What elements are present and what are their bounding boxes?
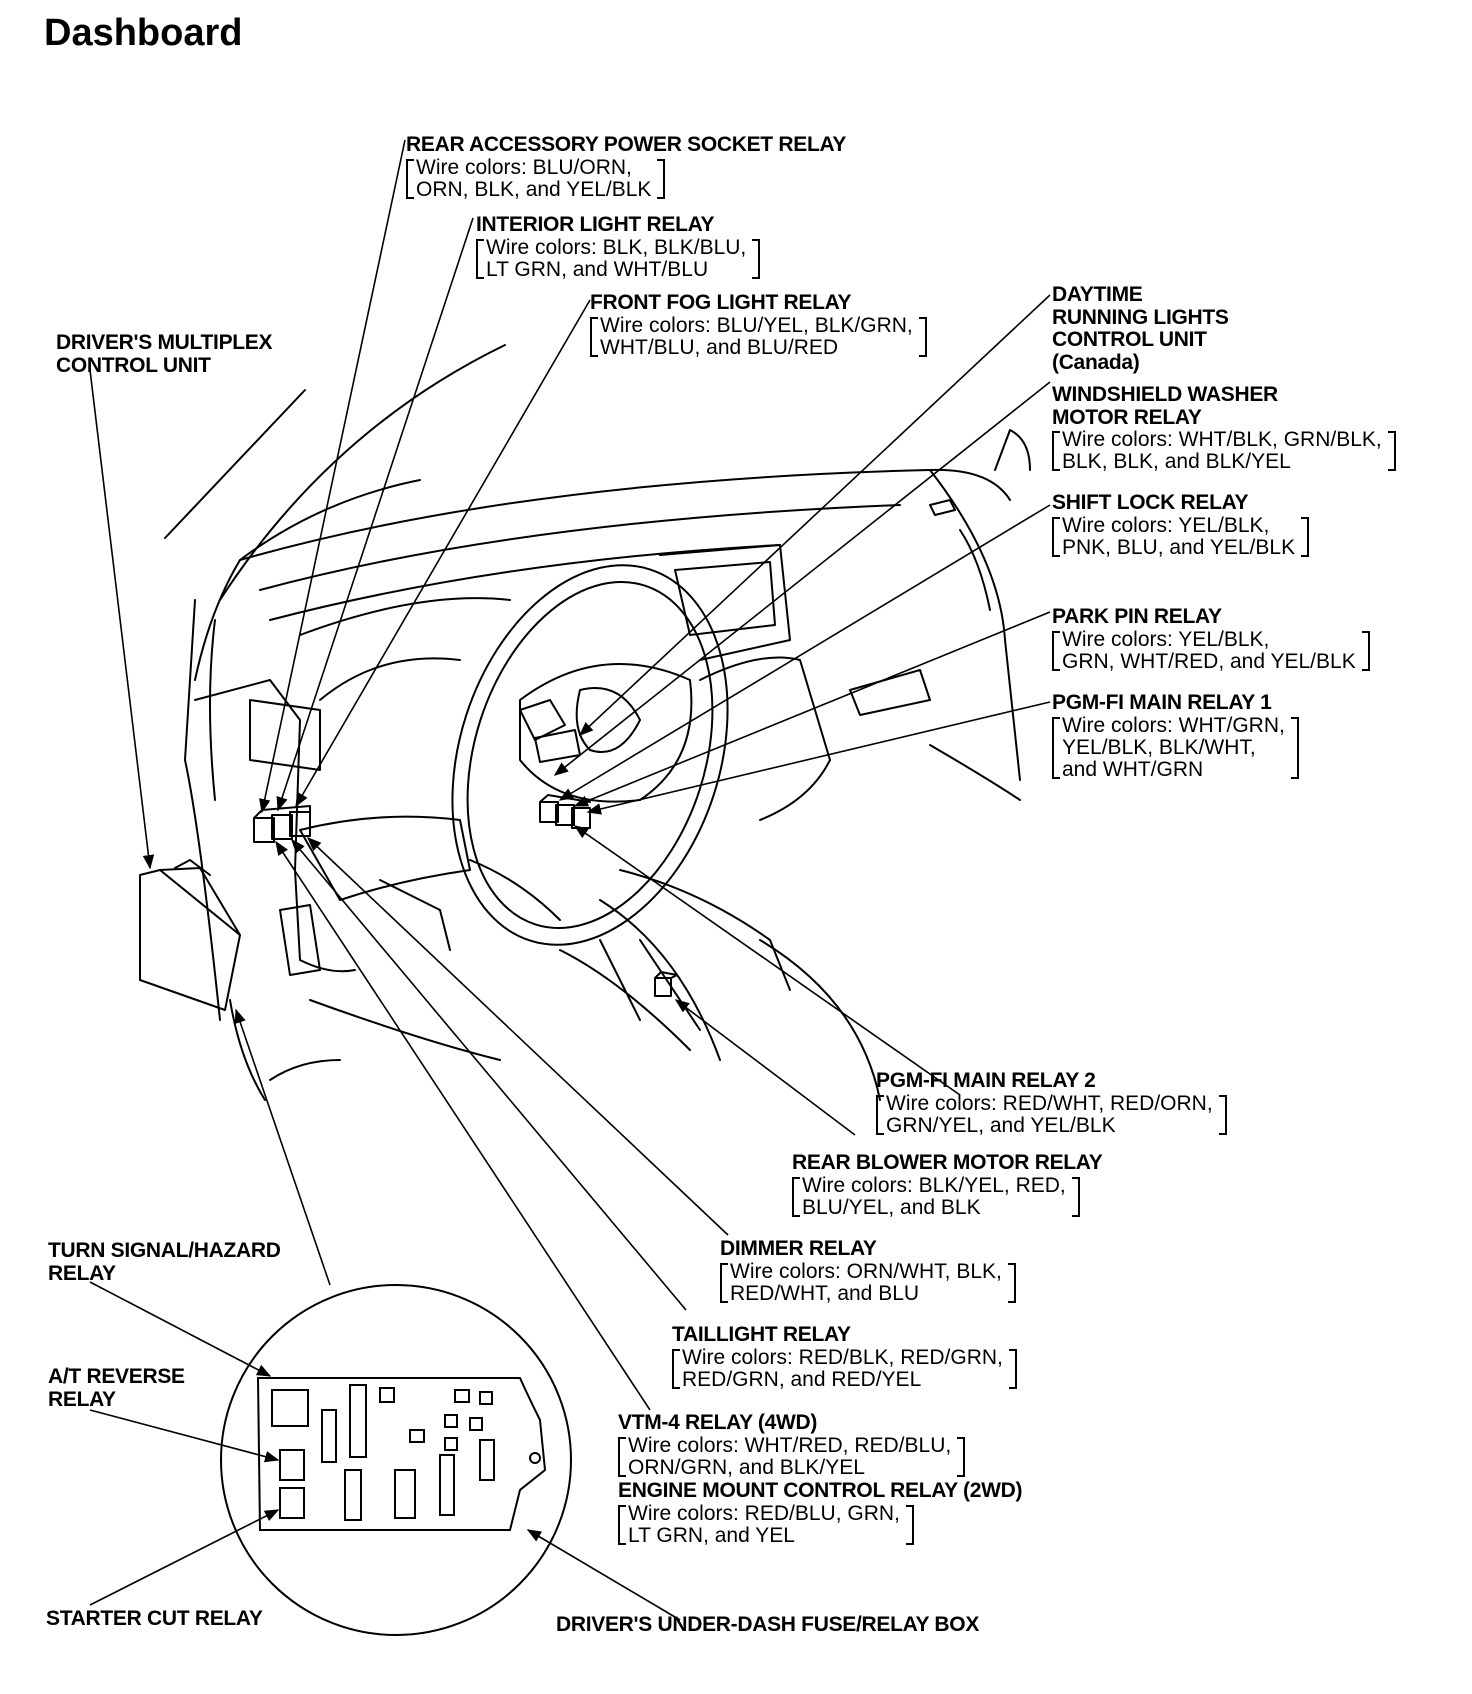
- rear-accessory-relay-name: REAR ACCESSORY POWER SOCKET RELAY: [406, 133, 847, 156]
- rear-blower-motor-relay-wires: Wire colors: BLK/YEL, RED, BLU/YEL, and …: [792, 1174, 1080, 1219]
- rear-blower-motor-relay-label: REAR BLOWER MOTOR RELAY Wire colors: BLK…: [792, 1151, 1103, 1219]
- windshield-washer-relay-wires: Wire colors: WHT/BLK, GRN/BLK, BLK, BLK,…: [1052, 429, 1396, 473]
- front-fog-light-relay-wires: Wire colors: BLU/YEL, BLK/GRN, WHT/BLU, …: [590, 314, 927, 359]
- dimmer-relay-label: DIMMER RELAY Wire colors: ORN/WHT, BLK, …: [720, 1237, 1016, 1305]
- interior-light-relay-name: INTERIOR LIGHT RELAY: [476, 213, 715, 236]
- windshield-washer-relay-label: WINDSHIELD WASHER MOTOR RELAY Wire color…: [1052, 383, 1396, 473]
- under-dash-fuse-relay-box-label: DRIVER'S UNDER-DASH FUSE/RELAY BOX: [556, 1613, 980, 1636]
- leader-lines: [89, 139, 1051, 1411]
- fuse-box-inset: [220, 1284, 572, 1636]
- vtm-4-relay-wires: Wire colors: WHT/RED, RED/BLU, ORN/GRN, …: [618, 1434, 966, 1479]
- pgm-fi-main-relay-1-label: PGM-FI MAIN RELAY 1 Wire colors: WHT/GRN…: [1052, 691, 1299, 781]
- interior-light-relay-label: INTERIOR LIGHT RELAY Wire colors: BLK, B…: [476, 213, 761, 281]
- park-pin-relay-label: PARK PIN RELAY Wire colors: YEL/BLK, GRN…: [1052, 605, 1370, 673]
- daytime-running-lights-label: DAYTIME RUNNING LIGHTS CONTROL UNIT (Can…: [1052, 283, 1229, 375]
- interior-light-relay-wires: Wire colors: BLK, BLK/BLU, LT GRN, and W…: [476, 236, 761, 281]
- shift-lock-relay-label: SHIFT LOCK RELAY Wire colors: YEL/BLK, P…: [1052, 491, 1310, 559]
- dimmer-relay-wires: Wire colors: ORN/WHT, BLK, RED/WHT, and …: [720, 1260, 1016, 1305]
- taillight-relay-wires: Wire colors: RED/BLK, RED/GRN, RED/GRN, …: [672, 1346, 1017, 1391]
- front-fog-light-relay-name: FRONT FOG LIGHT RELAY: [590, 291, 852, 314]
- drivers-multiplex-control-unit-label: DRIVER'S MULTIPLEX CONTROL UNIT: [56, 331, 273, 377]
- at-reverse-relay-label: A/T REVERSE RELAY: [48, 1365, 185, 1411]
- shift-lock-relay-wires: Wire colors: YEL/BLK, PNK, BLU, and YEL/…: [1052, 514, 1310, 559]
- engine-mount-control-relay-wires: Wire colors: RED/BLU, GRN, LT GRN, and Y…: [618, 1502, 914, 1547]
- vtm-4-relay-label: VTM-4 RELAY (4WD) Wire colors: WHT/RED, …: [618, 1411, 966, 1479]
- dashboard-outline: [139, 344, 1031, 1101]
- turn-signal-hazard-relay-label: TURN SIGNAL/HAZARD RELAY: [48, 1239, 281, 1285]
- pgm-fi-main-relay-1-wires: Wire colors: WHT/GRN, YEL/BLK, BLK/WHT, …: [1052, 714, 1299, 781]
- front-fog-light-relay-label: FRONT FOG LIGHT RELAY Wire colors: BLU/Y…: [590, 291, 927, 359]
- taillight-relay-label: TAILLIGHT RELAY Wire colors: RED/BLK, RE…: [672, 1323, 1017, 1391]
- pgm-fi-main-relay-2-label: PGM-FI MAIN RELAY 2 Wire colors: RED/WHT…: [876, 1069, 1227, 1137]
- rear-accessory-relay-label: REAR ACCESSORY POWER SOCKET RELAY Wire c…: [406, 133, 847, 201]
- rear-accessory-relay-wires: Wire colors: BLU/ORN, ORN, BLK, and YEL/…: [406, 156, 666, 201]
- engine-mount-control-relay-label: ENGINE MOUNT CONTROL RELAY (2WD) Wire co…: [618, 1479, 1023, 1547]
- inset-leader-lines: [89, 1281, 681, 1621]
- park-pin-relay-wires: Wire colors: YEL/BLK, GRN, WHT/RED, and …: [1052, 628, 1370, 673]
- starter-cut-relay-label: STARTER CUT RELAY: [46, 1607, 263, 1630]
- page-title: Dashboard: [44, 12, 243, 54]
- pgm-fi-main-relay-2-wires: Wire colors: RED/WHT, RED/ORN, GRN/YEL, …: [876, 1092, 1227, 1137]
